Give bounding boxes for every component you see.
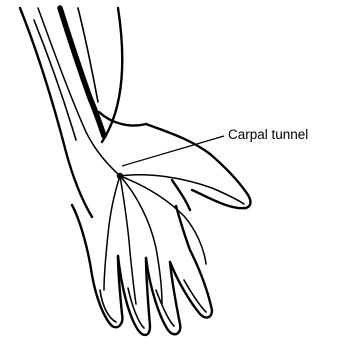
carpal-tunnel-label: Carpal tunnel [228,127,308,142]
hand-outline [20,8,251,335]
carpal-tunnel-leader-line [122,136,224,166]
carpal-tunnel-node [117,173,123,179]
